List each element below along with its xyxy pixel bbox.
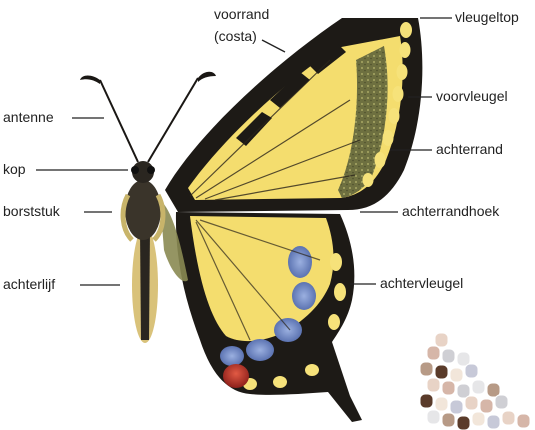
scale-inset [420,333,530,430]
scale-tile [472,380,485,394]
scale-tile [420,362,433,376]
scale-tile [450,368,463,382]
scale-tile [442,349,455,363]
scale-tile [465,396,478,410]
label-kop: kop [3,161,26,178]
body [123,161,163,343]
label-voorrand: voorrand [214,6,269,23]
label-achterrand: achterrand [436,141,503,158]
label-vleugeltop: vleugeltop [455,9,519,26]
label-antenne: antenne [3,109,54,126]
scale-tile [502,411,515,425]
scale-tile [442,413,455,427]
label-achterrandhoek: achterrandhoek [402,203,499,220]
scale-tile [435,333,448,347]
scale-tile [487,415,500,429]
label-achtervleugel: achtervleugel [380,275,463,292]
scale-tile [450,400,463,414]
scale-tile [495,395,508,409]
red-eyespot [223,364,249,388]
scale-tile [435,365,448,379]
hindwing [176,212,362,422]
scale-tile [427,410,440,424]
scale-tile [457,416,470,430]
scale-tile [442,381,455,395]
scale-tile [420,394,433,408]
scale-tile [472,412,485,426]
scale-tile [427,346,440,360]
thorax [125,180,161,240]
scale-tile [480,399,493,413]
forewing [165,18,422,212]
scale-tile [427,378,440,392]
label-costa: (costa) [214,28,257,45]
scale-tile [465,364,478,378]
antennae [100,78,198,162]
label-borststuk: borststuk [3,203,60,220]
scale-tile [517,414,530,428]
label-achterlijf: achterlijf [3,276,55,293]
scale-tile [435,397,448,411]
label-voorvleugel: voorvleugel [436,88,508,105]
